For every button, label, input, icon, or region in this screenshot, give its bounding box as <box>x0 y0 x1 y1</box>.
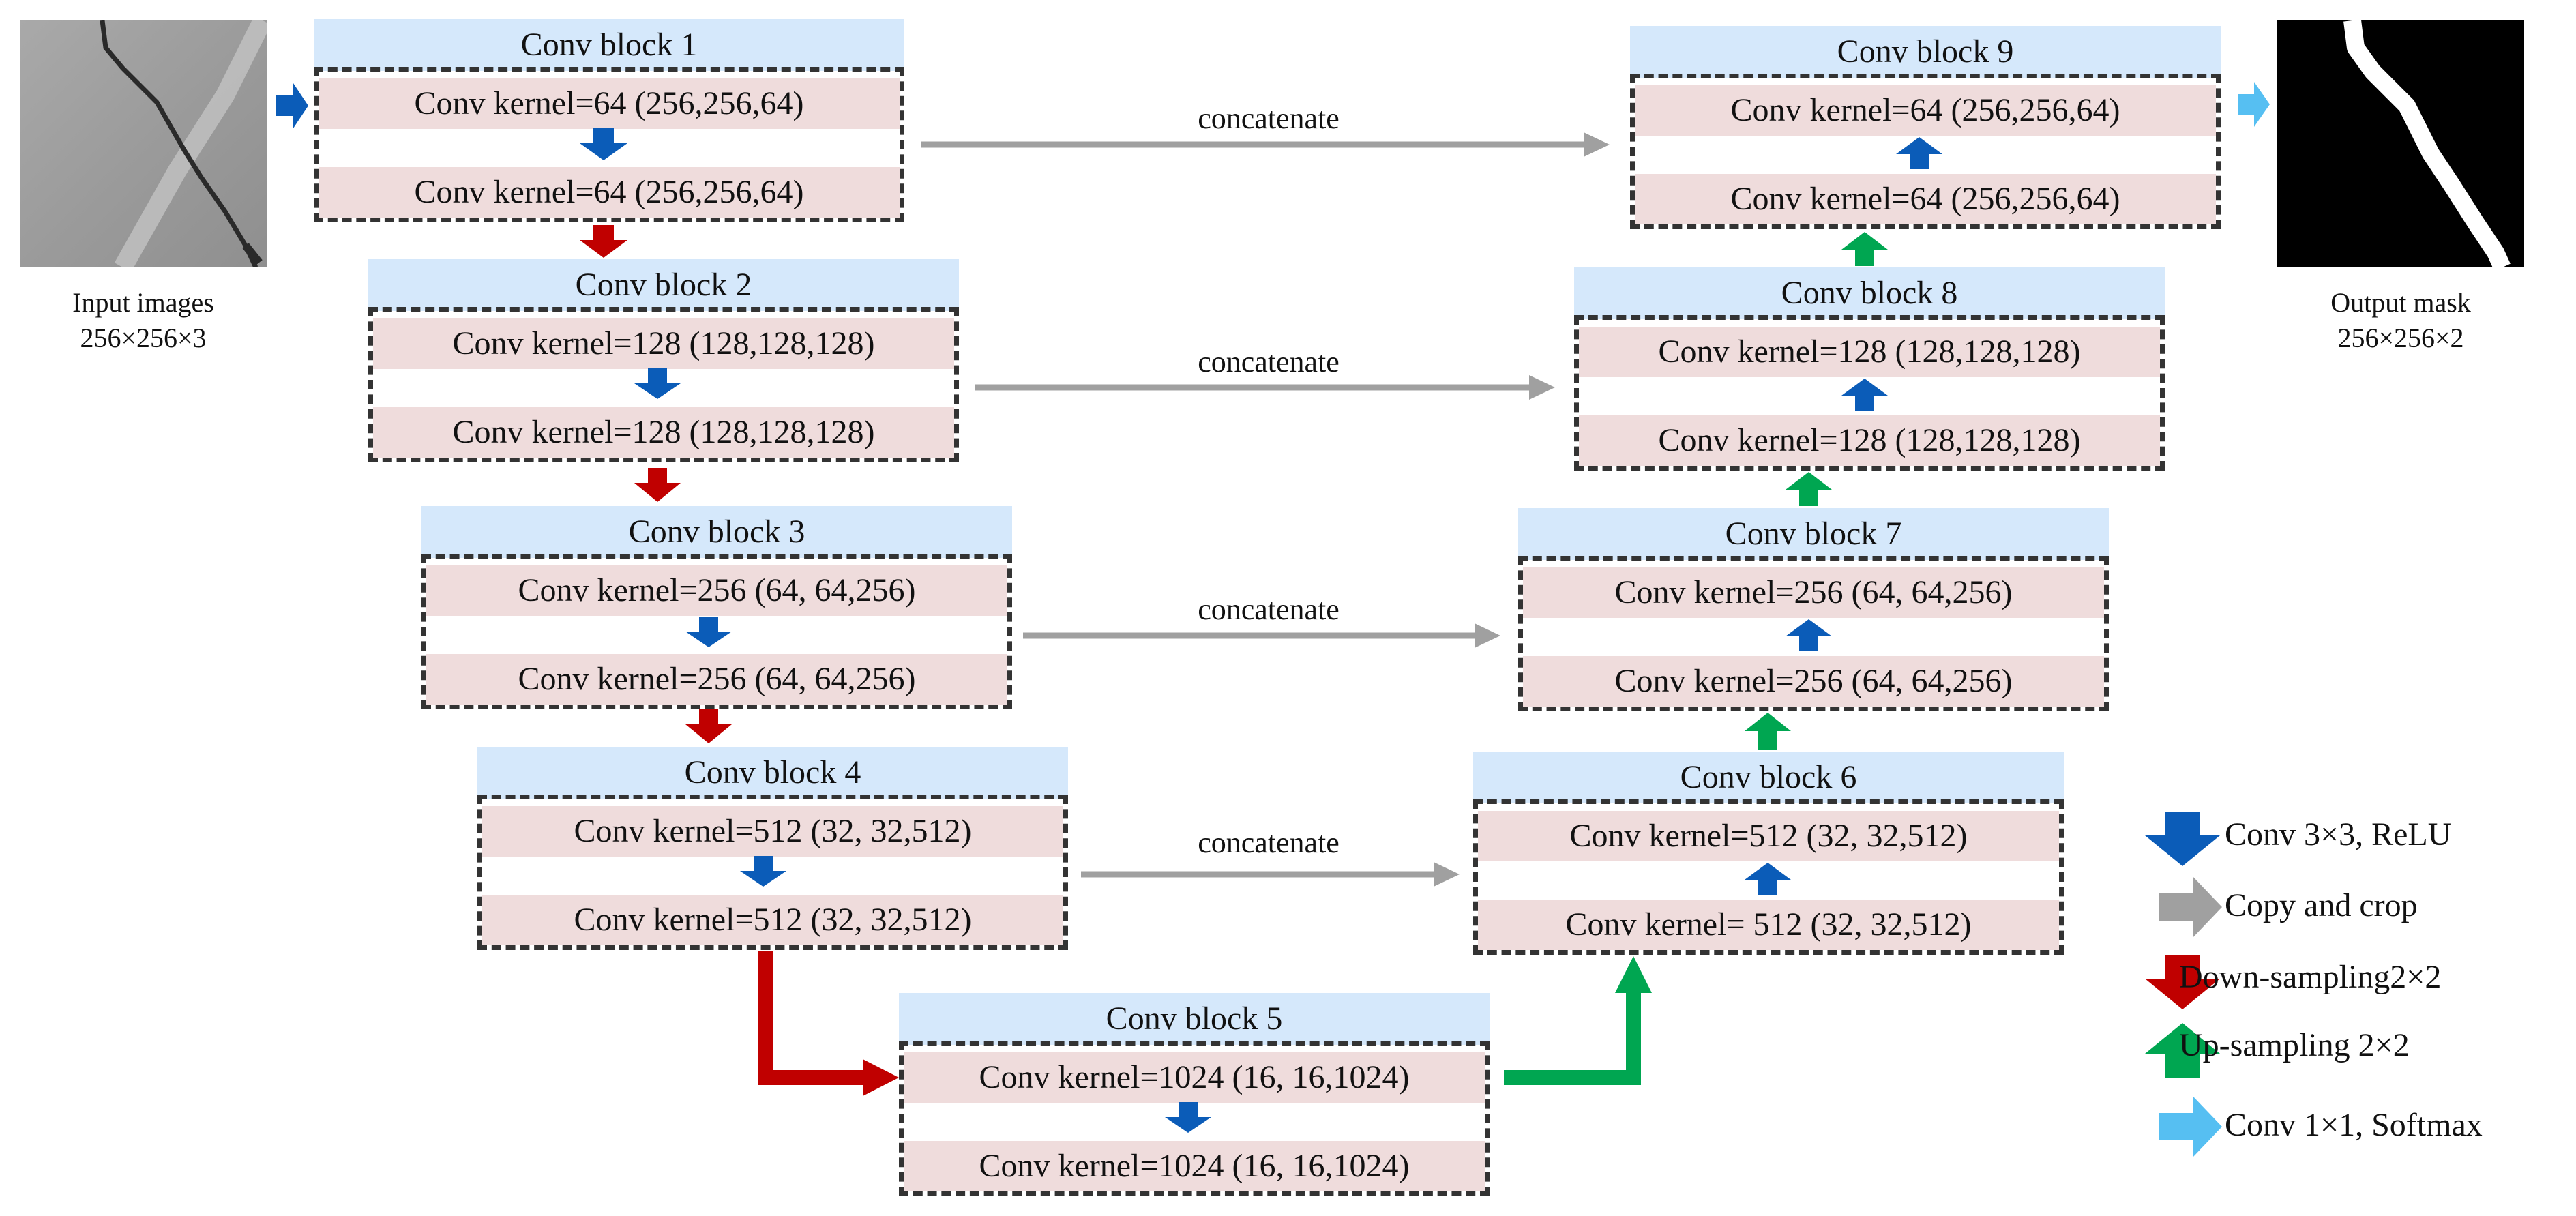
block-border: Conv kernel=256 (64, 64,256) Conv kernel… <box>421 554 1012 709</box>
copy-crop-arrow-icon <box>1023 623 1500 648</box>
conv-block-8: Conv block 8 Conv kernel=128 (128,128,12… <box>1574 267 2165 471</box>
conv-arrow-icon <box>1841 379 1888 411</box>
conv-row: Conv kernel=256 (64, 64,256) <box>426 565 1007 616</box>
block-title: Conv block 4 <box>477 747 1068 799</box>
conv-block-4: Conv block 4 Conv kernel=512 (32, 32,512… <box>477 747 1068 950</box>
block-title: Conv block 3 <box>421 506 1012 558</box>
block-title: Conv block 1 <box>314 19 904 71</box>
block-title: Conv block 6 <box>1473 752 2064 803</box>
concatenate-label: concatenate <box>1198 102 1339 135</box>
conv-row: Conv kernel=512 (32, 32,512) <box>482 806 1063 857</box>
down-sampling-arrow-icon <box>580 225 627 258</box>
block-border: Conv kernel=512 (32, 32,512) Conv kernel… <box>1473 799 2064 955</box>
conv-arrow-icon <box>685 617 732 647</box>
conv-arrow-icon <box>1165 1102 1211 1133</box>
conv-arrow-icon <box>740 856 786 887</box>
legend-down-sampling-icon <box>2145 955 2220 1009</box>
conv-row: Conv kernel=512 (32, 32,512) <box>482 895 1063 945</box>
legend-copy-crop-icon <box>2159 876 2222 938</box>
conv-arrow-icon <box>1786 619 1832 651</box>
legend-up-sampling-icon <box>2145 1023 2220 1078</box>
output-mask-image <box>2277 19 2524 271</box>
conv-block-6: Conv block 6 Conv kernel=512 (32, 32,512… <box>1473 752 2064 955</box>
legend-softmax-icon <box>2159 1096 2222 1157</box>
down-sampling-arrow-icon <box>634 468 681 502</box>
conv-row: Conv kernel=128 (128,128,128) <box>373 318 954 369</box>
conv-arrow-icon <box>1745 863 1791 895</box>
input-caption: Input images 256×256×3 <box>0 285 286 356</box>
copy-crop-arrow-icon <box>1081 862 1460 887</box>
softmax-arrow-icon <box>2238 82 2270 127</box>
conv-block-9: Conv block 9 Conv kernel=64 (256,256,64)… <box>1630 26 2221 229</box>
input-caption-line2: 256×256×3 <box>80 323 207 353</box>
legend-down-sampling-label: Down-sampling2×2 <box>2179 959 2442 995</box>
block-border: Conv kernel=128 (128,128,128) Conv kerne… <box>368 307 959 462</box>
conv-row: Conv kernel=64 (256,256,64) <box>319 167 900 218</box>
down-sampling-arrow-icon <box>758 951 899 1096</box>
conv-row: Conv kernel=64 (256,256,64) <box>1635 85 2216 136</box>
output-caption: Output mask 256×256×2 <box>2264 285 2537 356</box>
conv-row: Conv kernel=256 (64, 64,256) <box>1523 567 2104 618</box>
block-title: Conv block 5 <box>899 993 1490 1045</box>
block-border: Conv kernel=64 (256,256,64) Conv kernel=… <box>314 67 904 222</box>
copy-crop-arrow-icon <box>975 375 1555 400</box>
conv-row: Conv kernel=128 (128,128,128) <box>373 407 954 458</box>
up-sampling-arrow-icon <box>1745 713 1791 750</box>
input-caption-line1: Input images <box>72 287 214 318</box>
up-sampling-arrow-icon <box>1786 472 1832 506</box>
conv-block-3: Conv block 3 Conv kernel=256 (64, 64,256… <box>421 506 1012 709</box>
conv-row: Conv kernel=256 (64, 64,256) <box>1523 656 2104 707</box>
down-sampling-arrow-icon <box>685 709 732 743</box>
legend-softmax-label: Conv 1×1, Softmax <box>2225 1107 2483 1143</box>
legend-up-sampling-label: Up-sampling 2×2 <box>2179 1027 2410 1063</box>
conv-row: Conv kernel= 512 (32, 32,512) <box>1478 900 2059 950</box>
concatenate-label: concatenate <box>1198 593 1339 626</box>
up-sampling-arrow-icon <box>1841 232 1888 266</box>
conv-arrow-icon <box>1896 137 1942 169</box>
conv-arrow-icon <box>580 128 627 160</box>
input-image <box>20 16 271 272</box>
concatenate-label: concatenate <box>1198 345 1339 379</box>
conv-arrow-icon <box>634 368 681 399</box>
output-caption-line2: 256×256×2 <box>2337 323 2464 353</box>
conv-row: Conv kernel=1024 (16, 16,1024) <box>904 1141 1485 1191</box>
block-title: Conv block 9 <box>1630 26 2221 78</box>
copy-crop-arrow-icon <box>921 132 1610 157</box>
conv-row: Conv kernel=1024 (16, 16,1024) <box>904 1052 1485 1103</box>
conv-block-5: Conv block 5 Conv kernel=1024 (16, 16,10… <box>899 993 1490 1196</box>
block-border: Conv kernel=1024 (16, 16,1024) Conv kern… <box>899 1041 1490 1196</box>
block-border: Conv kernel=256 (64, 64,256) Conv kernel… <box>1518 556 2109 711</box>
conv-row: Conv kernel=128 (128,128,128) <box>1579 327 2160 377</box>
legend-conv-relu-label: Conv 3×3, ReLU <box>2225 816 2452 852</box>
conv-row: Conv kernel=128 (128,128,128) <box>1579 415 2160 466</box>
output-caption-line1: Output mask <box>2330 287 2471 318</box>
legend-copy-crop-label: Copy and crop <box>2225 887 2418 923</box>
up-sampling-arrow-icon <box>1504 956 1652 1085</box>
conv-row: Conv kernel=256 (64, 64,256) <box>426 654 1007 705</box>
conv-block-7: Conv block 7 Conv kernel=256 (64, 64,256… <box>1518 508 2109 711</box>
block-border: Conv kernel=128 (128,128,128) Conv kerne… <box>1574 315 2165 471</box>
concatenate-label: concatenate <box>1198 826 1339 859</box>
legend-conv-relu-icon <box>2145 812 2220 866</box>
block-border: Conv kernel=512 (32, 32,512) Conv kernel… <box>477 795 1068 950</box>
block-title: Conv block 7 <box>1518 508 2109 560</box>
block-title: Conv block 2 <box>368 259 959 311</box>
conv-row: Conv kernel=64 (256,256,64) <box>1635 174 2216 224</box>
conv-block-1: Conv block 1 Conv kernel=64 (256,256,64)… <box>314 19 904 222</box>
conv-row: Conv kernel=64 (256,256,64) <box>319 78 900 129</box>
conv-block-2: Conv block 2 Conv kernel=128 (128,128,12… <box>368 259 959 462</box>
block-border: Conv kernel=64 (256,256,64) Conv kernel=… <box>1630 74 2221 229</box>
conv-row: Conv kernel=512 (32, 32,512) <box>1478 811 2059 861</box>
conv-arrow-icon <box>276 83 308 128</box>
block-title: Conv block 8 <box>1574 267 2165 319</box>
